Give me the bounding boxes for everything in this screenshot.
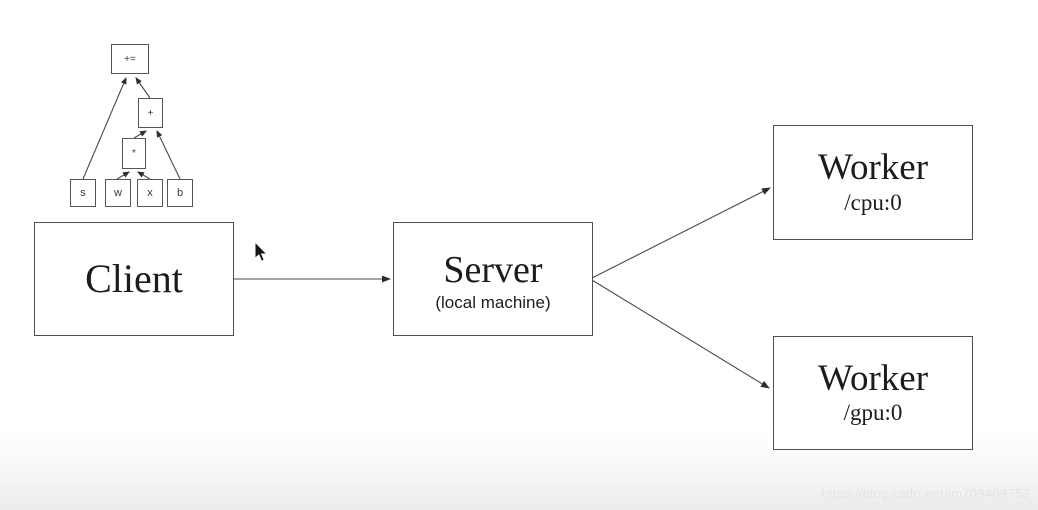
server-sublabel: (local machine) — [435, 292, 551, 312]
worker-gpu-sublabel: /gpu:0 — [843, 400, 903, 426]
worker-gpu-label: Worker — [817, 357, 929, 399]
graph-node-add-label: + — [147, 107, 154, 119]
worker-cpu-box: Worker /cpu:0 — [773, 125, 973, 240]
mouse-cursor-icon — [254, 240, 268, 262]
graph-node-s-label: s — [80, 187, 86, 199]
graph-node-b: b — [167, 179, 193, 207]
graph-node-mul: * — [122, 138, 146, 169]
edge-w-to-mul — [116, 171, 130, 180]
graph-node-w-label: w — [114, 187, 122, 199]
client-label: Client — [85, 256, 183, 301]
graph-node-add: + — [138, 98, 163, 128]
worker-gpu-box: Worker /gpu:0 — [773, 336, 973, 450]
graph-node-s: s — [70, 179, 96, 207]
graph-node-b-label: b — [176, 187, 184, 199]
graph-node-accum-label: += — [124, 53, 136, 65]
edge-server-to-worker-cpu — [591, 187, 771, 279]
graph-node-mul-label: * — [132, 148, 136, 159]
graph-node-accum: += — [111, 44, 149, 74]
server-label: Server — [443, 249, 543, 292]
csdn-watermark: https://blog.csdn.net/lm709409753 — [821, 486, 1030, 501]
edge-server-to-worker-gpu — [591, 279, 770, 389]
edge-s-to-accum — [82, 77, 127, 180]
graph-node-x: x — [137, 179, 163, 207]
graph-node-w: w — [105, 179, 131, 207]
edge-b-to-add — [156, 130, 181, 180]
worker-cpu-sublabel: /cpu:0 — [844, 189, 902, 215]
edge-mul-to-add — [133, 130, 147, 139]
worker-cpu-label: Worker — [817, 147, 929, 189]
client-box: Client — [34, 222, 234, 336]
server-box: Server (local machine) — [393, 222, 593, 336]
edge-x-to-mul — [137, 171, 151, 180]
edge-add-to-accum — [135, 77, 151, 99]
graph-node-x-label: x — [147, 187, 153, 199]
